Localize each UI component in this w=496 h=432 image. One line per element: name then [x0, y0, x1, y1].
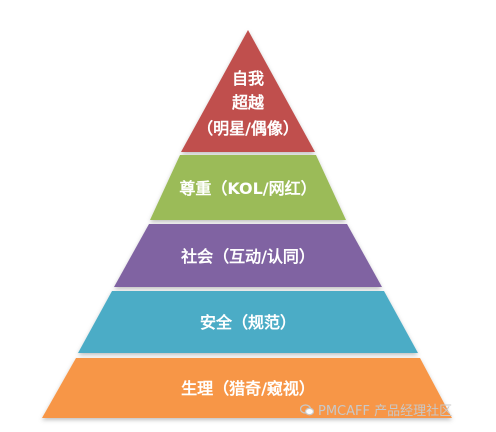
chat-bubbles-icon [299, 403, 315, 417]
level-safety-band [78, 291, 418, 353]
watermark: PMCAFF 产品经理社区 [299, 400, 453, 419]
level-physiological-band [42, 358, 452, 418]
level-self-actualization-line-3: （明星/偶像） [197, 119, 299, 138]
level-social-band [114, 224, 382, 287]
level-social-label: 社会（互动/认同） [180, 247, 315, 266]
level-esteem-band [150, 155, 346, 220]
level-self-actualization-line-1: 自我 [232, 69, 264, 88]
level-physiological-label: 生理（猎奇/窥视） [181, 379, 315, 398]
level-self-actualization-line-2: 超越 [231, 93, 265, 112]
watermark-text: PMCAFF 产品经理社区 [318, 404, 453, 419]
level-self-actualization-band [181, 30, 315, 152]
level-esteem-label: 尊重（KOL/网红） [179, 179, 316, 198]
level-safety-label: 安全（规范） [200, 313, 296, 332]
